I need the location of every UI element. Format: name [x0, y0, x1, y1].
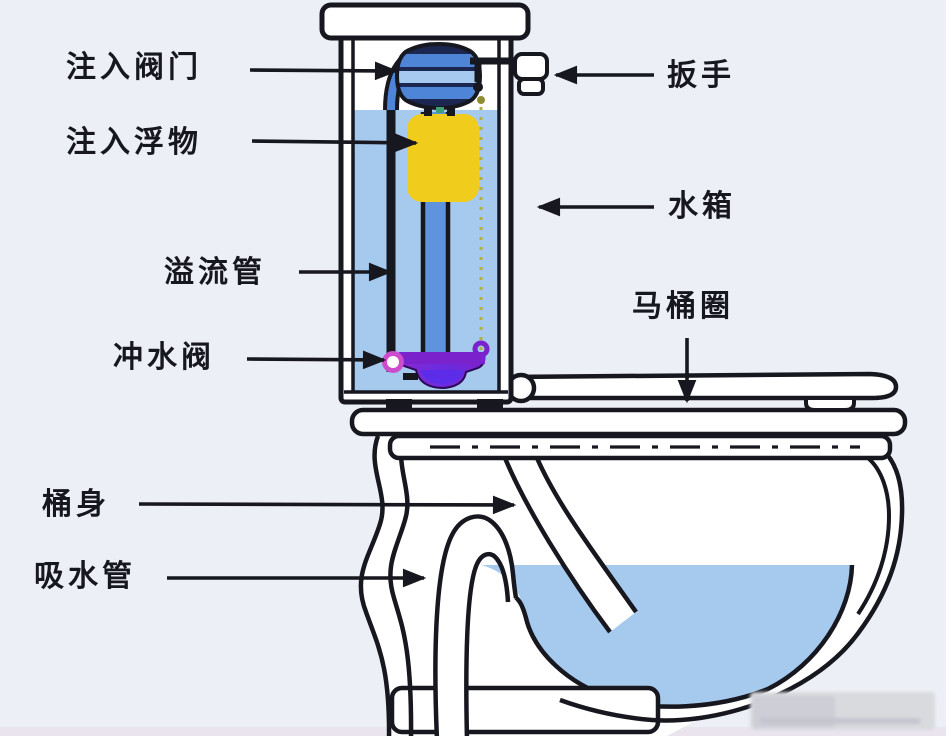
label-fill-float: 注入浮物: [66, 126, 202, 159]
label-fill-valve: 注入阀门: [66, 51, 202, 84]
arrow-flush-valve: [246, 350, 387, 370]
tank-lid: [319, 2, 531, 41]
flush-valve-flapper: [382, 340, 490, 390]
fill-float: [407, 114, 479, 202]
handle-lever: [470, 57, 517, 92]
arrow-bowl-body: [138, 495, 517, 515]
fill-valve: [394, 42, 483, 116]
label-flush-valve: 冲水阀: [113, 341, 215, 374]
label-bowl-body: 桶身: [42, 488, 110, 521]
label-toilet-seat: 马桶圈: [632, 290, 734, 323]
tank-bolt: [386, 399, 412, 412]
bowl-water: [482, 565, 852, 707]
tank-bolt: [477, 399, 503, 412]
water-tank: [319, 2, 549, 412]
bowl-outline-right: [559, 435, 905, 723]
arrow-fill-float: [251, 133, 419, 153]
siphon-trap: [433, 514, 519, 736]
tank-inner-walls: [344, 38, 508, 394]
arrow-fill-valve: [249, 61, 399, 81]
bowl-back-edge: [358, 435, 392, 736]
label-overflow-pipe: 溢流管: [164, 256, 266, 289]
flush-channel-edge: [534, 457, 638, 614]
water-droplet: [477, 96, 485, 104]
back-channel-line: [388, 435, 414, 736]
watermark: [750, 692, 935, 730]
flush-channel: [505, 458, 636, 632]
label-handle: 扳手: [667, 59, 735, 92]
seat-lid-bumper: [804, 396, 856, 412]
flush-handle[interactable]: [513, 52, 549, 96]
label-siphon-pipe: 吸水管: [34, 560, 136, 593]
flush-channel-edge: [502, 457, 612, 634]
bowl-inner-wall-line: [856, 456, 892, 616]
label-water-tank: 水箱: [668, 190, 736, 223]
